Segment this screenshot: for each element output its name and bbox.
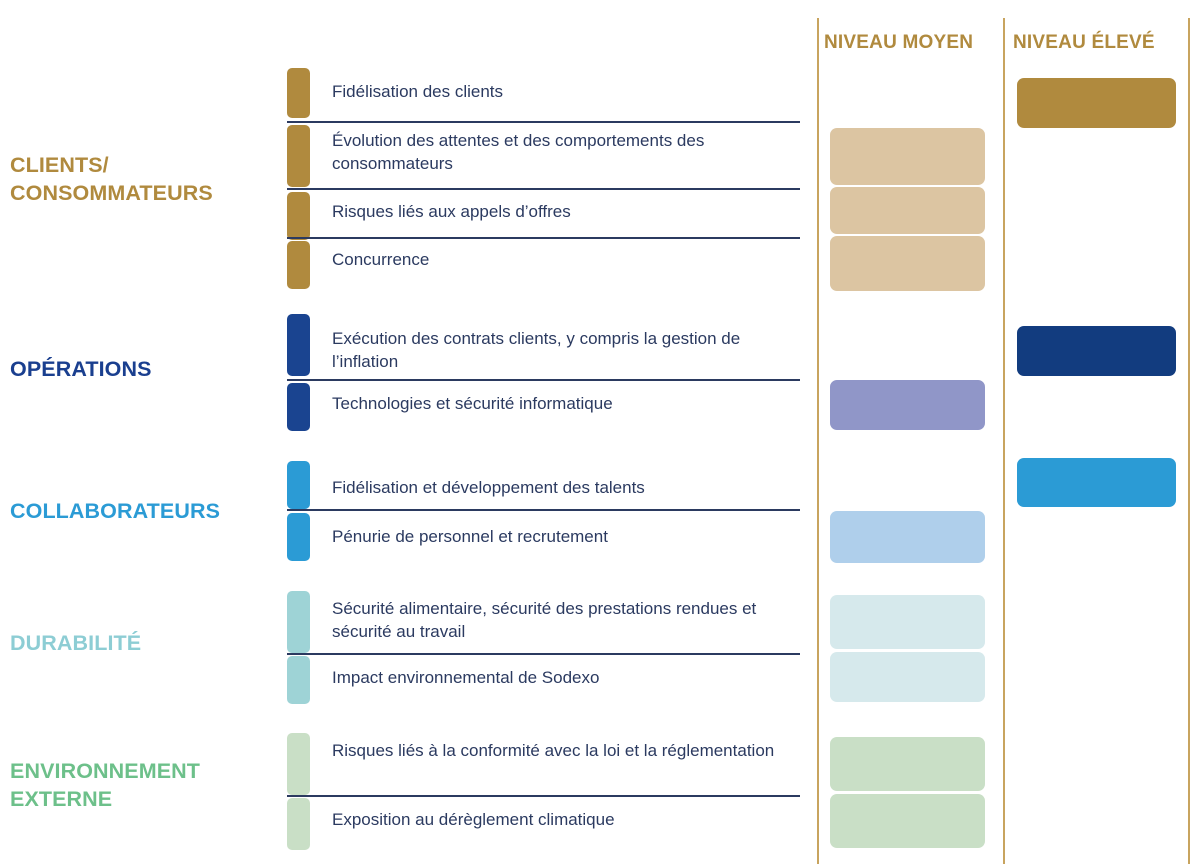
- risk-label: Fidélisation des clients: [332, 82, 504, 101]
- category-label-line: EXTERNE: [10, 786, 113, 811]
- risk-label: Exposition au dérèglement climatique: [332, 810, 615, 829]
- risk-label: Impact environnemental de Sodexo: [332, 668, 600, 687]
- risk-category-tab: [287, 241, 310, 289]
- risk-label: Évolution des attentes et des comporteme…: [332, 131, 705, 173]
- risk-label: Sécurité alimentaire, sécurité des prest…: [332, 599, 757, 641]
- category-label-line: ENVIRONNEMENT: [10, 759, 201, 783]
- column-header-niveau-eleve: NIVEAU ÉLEVÉ: [1013, 32, 1155, 53]
- level-bar-eleve: [1017, 326, 1176, 376]
- risk-label: Fidélisation et développement des talent…: [332, 478, 645, 497]
- column-header-niveau-moyen: NIVEAU MOYEN: [824, 32, 974, 53]
- risk-label: Exécution des contrats clients, y compri…: [332, 329, 741, 371]
- column-divider-right: [1188, 18, 1190, 864]
- risk-category-tab: [287, 733, 310, 795]
- risk-label: Technologies et sécurité informatique: [332, 394, 613, 413]
- risk-row-separator: [287, 379, 800, 381]
- category-label-line: CONSOMMATEURS: [10, 180, 213, 205]
- level-bar-moyen: [830, 187, 985, 234]
- risk-category-tab: [287, 798, 310, 850]
- column-divider-left: [817, 18, 819, 864]
- risk-row-separator: [287, 795, 800, 797]
- category-label-line: COLLABORATEURS: [10, 499, 221, 523]
- risk-row-separator: [287, 121, 800, 123]
- level-bar-moyen: [830, 128, 985, 185]
- column-divider-middle: [1003, 18, 1005, 864]
- risk-label: Concurrence: [332, 250, 430, 269]
- risk-label: Pénurie de personnel et recrutement: [332, 527, 608, 546]
- risk-category-tab: [287, 314, 310, 376]
- risk-category-tab: [287, 383, 310, 431]
- risk-category-tab: [287, 591, 310, 653]
- risk-category-tab: [287, 192, 310, 240]
- level-bar-moyen: [830, 380, 985, 430]
- category-label-line: DURABILITÉ: [10, 631, 142, 655]
- category-label-4: DURABILITÉ: [10, 630, 280, 658]
- category-label-3: COLLABORATEURS: [10, 498, 280, 526]
- level-bar-moyen: [830, 794, 985, 848]
- risk-row-separator: [287, 653, 800, 655]
- risk-category-tab: [287, 461, 310, 509]
- risk-label: Risques liés à la conformité avec la loi…: [332, 741, 775, 760]
- category-label-line: OPÉRATIONS: [10, 357, 152, 381]
- level-bar-moyen: [830, 737, 985, 791]
- level-bar-moyen: [830, 511, 985, 563]
- category-label-1: CLIENTS/CONSOMMATEURS: [10, 152, 280, 207]
- risk-category-tab: [287, 125, 310, 187]
- level-bar-moyen: [830, 595, 985, 649]
- category-label-line: CLIENTS/: [10, 153, 109, 177]
- risk-category-tab: [287, 68, 310, 118]
- level-bar-eleve: [1017, 78, 1176, 128]
- level-bar-moyen: [830, 236, 985, 291]
- level-bar-moyen: [830, 652, 985, 702]
- risk-category-tab: [287, 656, 310, 704]
- category-label-2: OPÉRATIONS: [10, 356, 280, 384]
- level-bar-eleve: [1017, 458, 1176, 507]
- risk-row-separator: [287, 237, 800, 239]
- risk-label: Risques liés aux appels d’offres: [332, 202, 571, 221]
- risk-category-tab: [287, 513, 310, 561]
- risk-row-separator: [287, 509, 800, 511]
- risk-row-separator: [287, 188, 800, 190]
- category-label-5: ENVIRONNEMENT EXTERNE: [10, 758, 280, 813]
